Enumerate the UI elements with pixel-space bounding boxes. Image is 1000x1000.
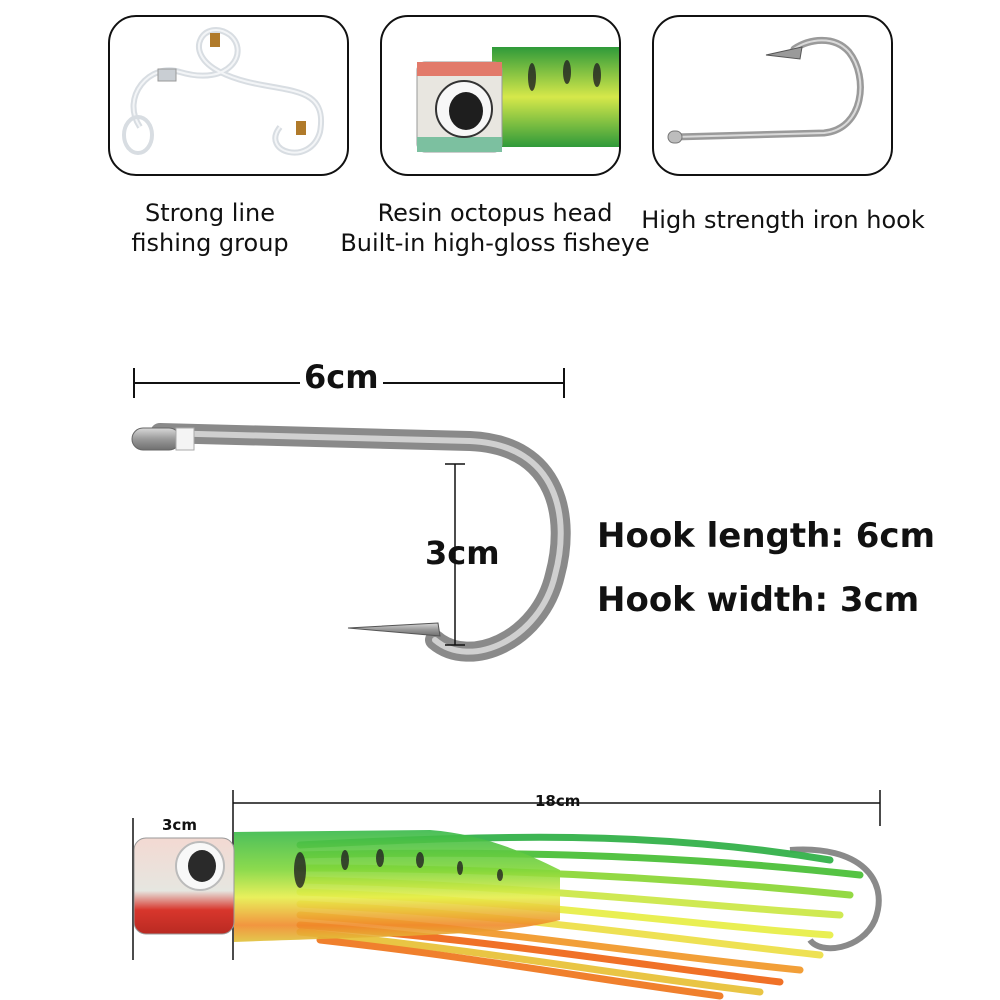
hook-length-label: 6cm xyxy=(300,358,383,396)
line-panel xyxy=(108,15,349,176)
hook-icon xyxy=(667,36,864,144)
hook-width-spec: Hook width: 3cm xyxy=(597,580,920,620)
line-caption: Strong line fishing group xyxy=(100,198,320,258)
hook-caption-text: High strength iron hook xyxy=(641,206,925,234)
fishing-line-icon xyxy=(122,27,325,156)
hook-width-label: 3cm xyxy=(425,534,500,572)
lure-total-length-label: 18cm xyxy=(535,792,581,810)
iron-hook-panel xyxy=(652,15,893,176)
line-caption-text: Strong line fishing group xyxy=(131,199,289,257)
octopus-head-icon xyxy=(416,47,619,153)
hook-caption: High strength iron hook xyxy=(638,205,928,235)
large-hook xyxy=(131,423,571,662)
hook-width-dimension xyxy=(445,463,465,646)
lure-head-width-label: 3cm xyxy=(162,816,197,834)
head-caption-text: Resin octopus head Built-in high-gloss f… xyxy=(340,199,650,257)
hook-length-spec: Hook length: 6cm xyxy=(597,516,936,556)
octopus-head-panel xyxy=(380,15,621,176)
head-caption: Resin octopus head Built-in high-gloss f… xyxy=(340,198,650,258)
lure xyxy=(133,830,882,1000)
